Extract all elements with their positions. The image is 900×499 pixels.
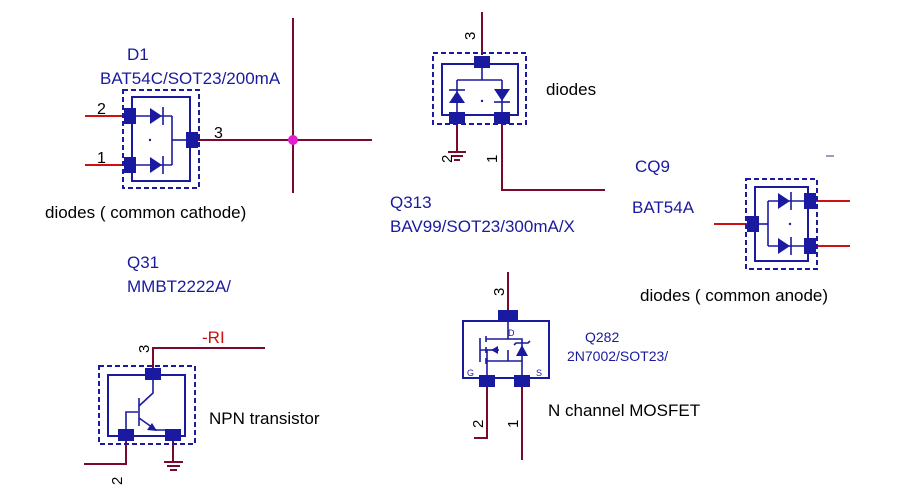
- d1-pin1-number: 1: [97, 150, 106, 167]
- d1-diode-lower: [136, 156, 172, 174]
- component-d1: D1 BAT54C/SOT23/200mA diodes ( common ca…: [45, 18, 372, 222]
- q31-pad-1: [165, 429, 181, 441]
- q31-pad-3: [145, 368, 161, 380]
- cq9-pad-right-upper: [804, 193, 816, 209]
- component-cq9: CQ9 BAT54A diodes ( common anode): [632, 155, 850, 305]
- q282-gate-letter: G: [467, 368, 474, 378]
- d1-dashed-outline: [122, 89, 200, 189]
- cq9-center-dot: [788, 222, 792, 226]
- q31-pad-2: [118, 429, 134, 441]
- q282-pin2-number: 2: [470, 420, 487, 428]
- d1-designator: D1: [127, 45, 149, 64]
- q31-pin3-number: 3: [136, 345, 153, 353]
- q313-pin2-number: 2: [439, 155, 456, 163]
- q313-diode-right: [494, 80, 510, 112]
- q282-drain-letter: D: [508, 328, 515, 338]
- q282-description: N channel MOSFET: [548, 401, 700, 420]
- cq9-description: diodes ( common anode): [640, 286, 828, 305]
- q313-center-dot: [480, 99, 484, 103]
- cq9-pad-left: [747, 216, 759, 232]
- q313-pad-2: [449, 112, 465, 124]
- d1-description: diodes ( common cathode): [45, 203, 246, 222]
- d1-body: [131, 96, 191, 182]
- cq9-part-number: BAT54A: [632, 198, 695, 217]
- q313-pad-3: [474, 56, 490, 68]
- q313-pin1-wire: [501, 123, 605, 191]
- d1-pin3-number: 3: [214, 125, 223, 142]
- component-q31: Q31 MMBT2222A/ NPN transistor -RI 3 2: [84, 253, 320, 485]
- q31-description: NPN transistor: [209, 409, 320, 428]
- cq9-pad-right-lower: [804, 238, 816, 254]
- q31-body: [107, 374, 186, 437]
- q313-description: diodes: [546, 80, 596, 99]
- q313-designator: Q313: [390, 193, 432, 212]
- component-q313: diodes Q313 BAV99/SOT23/300mA/X 3 2 1: [390, 12, 605, 236]
- q313-diode-left: [449, 80, 465, 112]
- q282-pin2-wire: [474, 385, 488, 439]
- q282-pad-2: [479, 375, 495, 387]
- q313-pin1-number: 1: [484, 155, 501, 163]
- d1-part-number: BAT54C/SOT23/200mA: [100, 69, 281, 88]
- mosfet-symbol: [479, 322, 531, 375]
- q31-pin2-number: 2: [109, 477, 126, 485]
- q31-designator: Q31: [127, 253, 159, 272]
- q31-part-number: MMBT2222A/: [127, 277, 231, 296]
- cq9-dashed-outline: [745, 178, 818, 270]
- q313-part-number: BAV99/SOT23/300mA/X: [390, 217, 575, 236]
- q282-part-number: 2N7002/SOT23/: [567, 348, 668, 364]
- q31-dashed-outline: [98, 365, 196, 445]
- q313-pin3-number: 3: [462, 32, 479, 40]
- q282-pin3-number: 3: [491, 288, 508, 296]
- q282-pin1-number: 1: [505, 420, 522, 428]
- component-q282: Q282 2N7002/SOT23/ N channel MOSFET 3 2 …: [462, 272, 700, 460]
- d1-pad-2: [124, 108, 136, 124]
- junction-dot: [288, 135, 298, 145]
- q313-pad-1: [494, 112, 510, 124]
- q282-source-letter: S: [536, 368, 542, 378]
- d1-pad-1: [124, 157, 136, 173]
- d1-center-dot: [148, 138, 152, 142]
- q282-designator: Q282: [585, 329, 619, 345]
- q313-dashed-outline: [432, 52, 527, 125]
- q31-pin3-wire: [152, 347, 265, 368]
- npn-symbol: [125, 380, 173, 431]
- q282-pad-3: [498, 310, 518, 322]
- d1-pin2-number: 2: [97, 101, 106, 118]
- d1-diode-upper: [136, 107, 172, 125]
- q282-pad-1: [514, 375, 530, 387]
- cq9-diode-lower: [768, 237, 804, 255]
- q31-net-label: -RI: [202, 328, 225, 347]
- q31-pin2-wire: [84, 440, 127, 465]
- d1-pad-3: [186, 132, 198, 148]
- cq9-diode-upper: [768, 192, 804, 210]
- cq9-designator: CQ9: [635, 157, 670, 176]
